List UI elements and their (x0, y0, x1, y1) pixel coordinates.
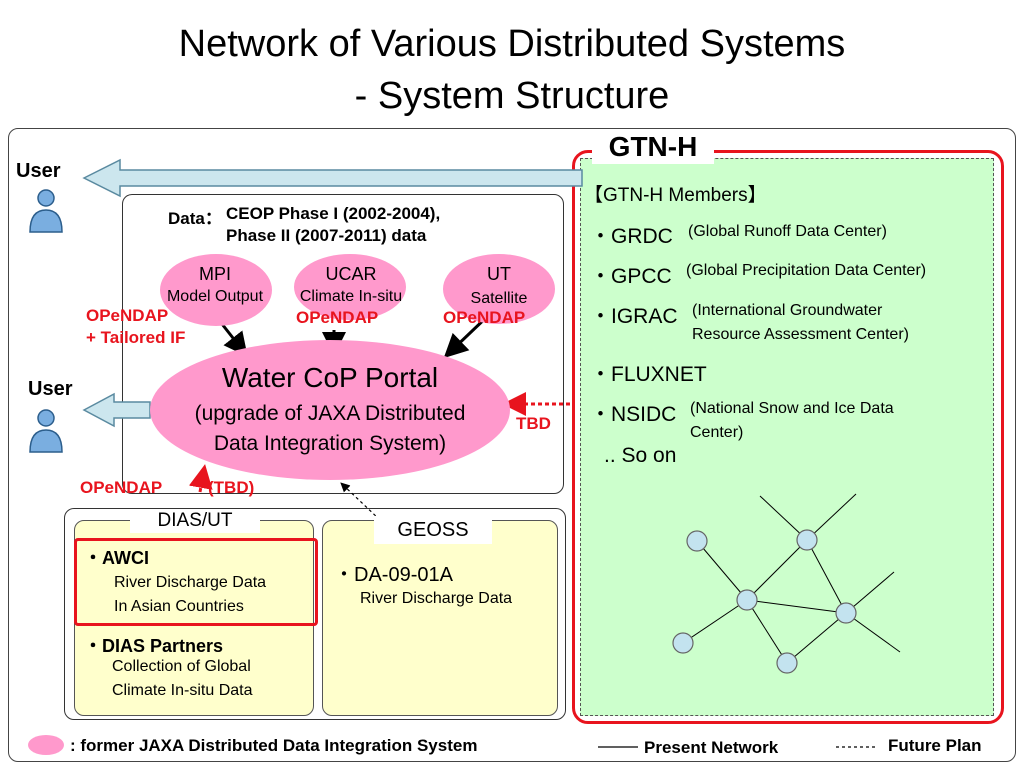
dias-partners-title: ・DIAS Partners (84, 636, 224, 656)
page-title-line-1: Network of Various Distributed Systems (178, 23, 846, 65)
gtnh-network-nodes (672, 529, 857, 674)
page-title-line-2: - System Structure (354, 75, 670, 117)
awci-highlight-border (74, 538, 318, 626)
member-gpcc-abbr: ・GPCC (590, 265, 672, 288)
geoss-dashed-connector (340, 482, 381, 521)
gtnh-network-graph (682, 493, 901, 664)
member-nsidc-desc-2: Center) (690, 424, 744, 441)
gtnh-members-heading: 【GTN-H Members】 (584, 185, 767, 206)
member-grdc-abbr: ・GRDC (590, 225, 673, 248)
mpi-protocol-line-1: OPeNDAP (86, 306, 169, 325)
network-node (672, 632, 694, 654)
ut-desc: Satellite (470, 290, 528, 307)
mpi-name: MPI (198, 264, 231, 284)
ut-name: UT (487, 264, 511, 284)
user-icon-middle (29, 409, 63, 453)
awci-line-2: In Asian Countries (114, 598, 244, 615)
water-cop-portal-ellipse (150, 340, 510, 480)
member-grdc-desc: (Global Runoff Data Center) (688, 223, 887, 240)
user-label-top: User (16, 160, 61, 182)
portal-bottom-protocol: OPeNDAP (80, 478, 163, 497)
geoss-box (322, 520, 558, 716)
member-igrac-desc-1: (International Groundwater (692, 302, 883, 319)
ucar-protocol: OPeNDAP (296, 308, 379, 327)
geoss-item-title: ・DA-09-01A (334, 564, 453, 586)
network-node (835, 602, 857, 624)
dias-ut-label: DIAS/UT (130, 509, 260, 533)
user-icon-top (29, 189, 63, 233)
member-nsidc-abbr: ・NSIDC (590, 403, 677, 426)
member-nsidc-desc-1: (National Snow and Ice Data (690, 400, 894, 417)
mpi-to-portal-arrow (220, 323, 248, 357)
top-user-arrow (82, 158, 583, 198)
data-heading-prefix: Data： (168, 209, 222, 228)
legend-future-text: Future Plan (888, 736, 982, 755)
ucar-ellipse (294, 254, 406, 320)
ucar-desc: Climate In-situ (299, 288, 403, 305)
mpi-desc: Model Output (166, 288, 264, 305)
network-node (776, 652, 798, 674)
awci-title: ・AWCI (84, 548, 149, 568)
middle-user-arrow (82, 392, 151, 428)
portal-title: Water CoP Portal (221, 362, 439, 393)
member-igrac-desc-2: Resource Assessment Center) (692, 326, 909, 343)
network-node (796, 529, 818, 551)
legend-former-text: : former JAXA Distributed Data Integrati… (70, 736, 478, 755)
ut-ellipse (443, 254, 555, 324)
ucar-name: UCAR (325, 264, 377, 284)
data-panel (122, 194, 564, 494)
gtnh-label: GTN-H (592, 130, 714, 164)
member-fluxnet-abbr: ・FLUXNET (590, 363, 707, 386)
mpi-ellipse (160, 254, 272, 326)
gtnh-red-border (572, 150, 1004, 724)
legend-pink-swatch (28, 735, 64, 755)
data-heading-line-1: CEOP Phase I (2002-2004), (226, 204, 441, 223)
ut-protocol: OPeNDAP (443, 308, 526, 327)
lower-panel (64, 508, 566, 720)
member-gpcc-desc: (Global Precipitation Data Center) (686, 262, 927, 279)
network-node (736, 589, 758, 611)
geoss-label: GEOSS (374, 516, 492, 544)
legend-present-text: Present Network (644, 738, 779, 757)
geoss-item-desc: River Discharge Data (360, 590, 513, 607)
member-igrac-abbr: ・IGRAC (590, 305, 678, 328)
user-label-middle: User (28, 378, 73, 400)
portal-line-3: Data Integration System) (213, 432, 447, 455)
awci-line-1: River Discharge Data (114, 574, 267, 591)
diagram-frame (8, 128, 1016, 762)
members-so-on: .. So on (604, 444, 677, 467)
dias-partners-line-2: Climate In-situ Data (112, 682, 253, 699)
portal-bottom-tbd: (TBD) (208, 478, 255, 497)
dias-partners-line-1: Collection of Global (112, 658, 251, 675)
network-node (686, 530, 708, 552)
portal-line-2: (upgrade of JAXA Distributed (194, 402, 466, 425)
bottom-tbd-arrow (188, 464, 213, 493)
data-heading-line-2: Phase II (2007-2011) data (226, 226, 427, 245)
dias-ut-box (74, 520, 314, 716)
gtnh-members-panel (580, 158, 994, 716)
portal-tbd-label: TBD (516, 414, 551, 433)
mpi-protocol-line-2: + Tailored IF (86, 328, 186, 347)
